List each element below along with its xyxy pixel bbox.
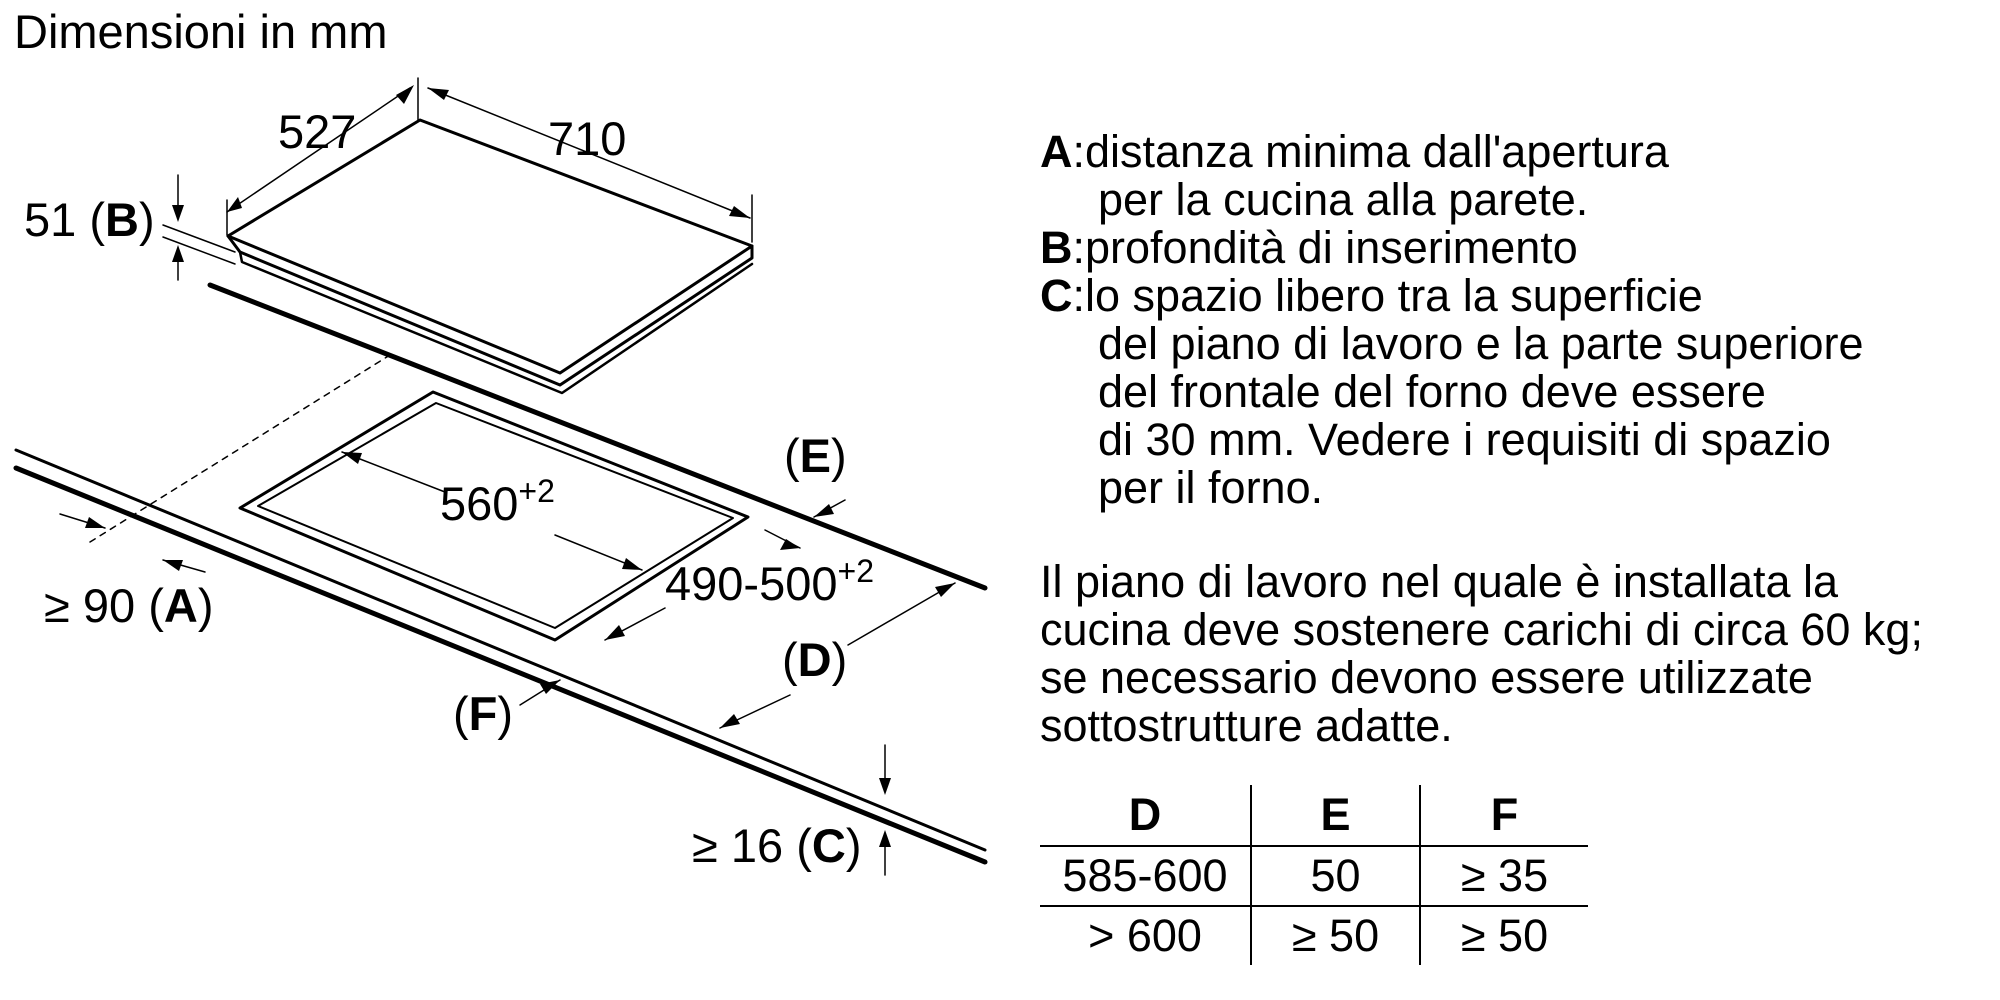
table-header: D <box>1040 785 1252 847</box>
table-header: F <box>1420 785 1588 847</box>
legend: A: distanza minima dall'apertura per la … <box>1040 128 1990 512</box>
legend-text: profondità di inserimento <box>1085 222 1578 273</box>
table-cell: ≥ 50 <box>1251 906 1421 965</box>
legend-key: A <box>1040 126 1073 177</box>
legend-text-cont: di 30 mm. Vedere i requisiti di spazio <box>1098 414 1831 465</box>
hob-base <box>238 250 754 395</box>
dimension-table: D E F 585-600 50 ≥ 35 > 600 ≥ 50 ≥ 50 <box>1040 785 1588 965</box>
wall-reference-dashed <box>89 354 391 543</box>
legend-item-c: C: lo spazio libero tra la superficie <box>1040 270 1703 321</box>
legend-key: B <box>1040 222 1073 273</box>
cutout-inner <box>257 402 734 629</box>
table-header-row: D E F <box>1040 785 1588 847</box>
label-e: (E) <box>784 429 847 482</box>
load-note: Il piano di lavoro nel quale è installat… <box>1040 556 1923 751</box>
legend-item-a: A: distanza minima dall'apertura <box>1040 126 1669 177</box>
table-cell: ≥ 35 <box>1420 846 1588 907</box>
table-cell: 585-600 <box>1040 846 1252 907</box>
cutout-width-label: 560+2 <box>440 473 555 530</box>
countertop-front-edge-bottom <box>13 465 988 865</box>
legend-text: lo spazio libero tra la superficie <box>1085 270 1703 321</box>
countertop-back-edge <box>207 282 988 591</box>
legend-text: distanza minima dall'apertura <box>1085 126 1669 177</box>
hob-side <box>226 234 754 387</box>
legend-text-cont: del frontale del forno deve essere <box>1098 366 1766 417</box>
legend-item-b: B: profondità di inserimento <box>1040 222 1578 273</box>
table-cell: ≥ 50 <box>1460 910 1549 961</box>
legend-key: C <box>1040 270 1073 321</box>
cutout-outer <box>238 390 750 642</box>
title-label: Dimensioni in mm <box>14 5 387 58</box>
insertion-depth-label: 51 (B) <box>24 193 155 246</box>
min-distance-a-label: ≥ 90 (A) <box>44 579 213 632</box>
cutout-depth-label: 490-500+2 <box>665 553 874 610</box>
table-cell: > 600 <box>1040 906 1252 965</box>
table-cell: 50 <box>1251 846 1421 907</box>
label-f: (F) <box>453 687 513 740</box>
countertop-front-edge-top <box>14 448 987 852</box>
table-row: > 600 ≥ 50 ≥ 50 <box>1040 906 1588 965</box>
label-d: (D) <box>782 633 847 686</box>
legend-text-cont: per la cucina alla parete. <box>1098 174 1589 225</box>
table-row: 585-600 50 ≥ 35 <box>1040 846 1588 907</box>
table-header: E <box>1251 785 1421 847</box>
hob-width-label: 710 <box>548 112 626 165</box>
legend-text-cont: del piano di lavoro e la parte superiore <box>1098 318 1864 369</box>
legend-text-cont: per il forno. <box>1098 462 1324 513</box>
hob-depth-label: 527 <box>278 105 356 158</box>
label-c: ≥ 16 (C) <box>692 819 861 872</box>
